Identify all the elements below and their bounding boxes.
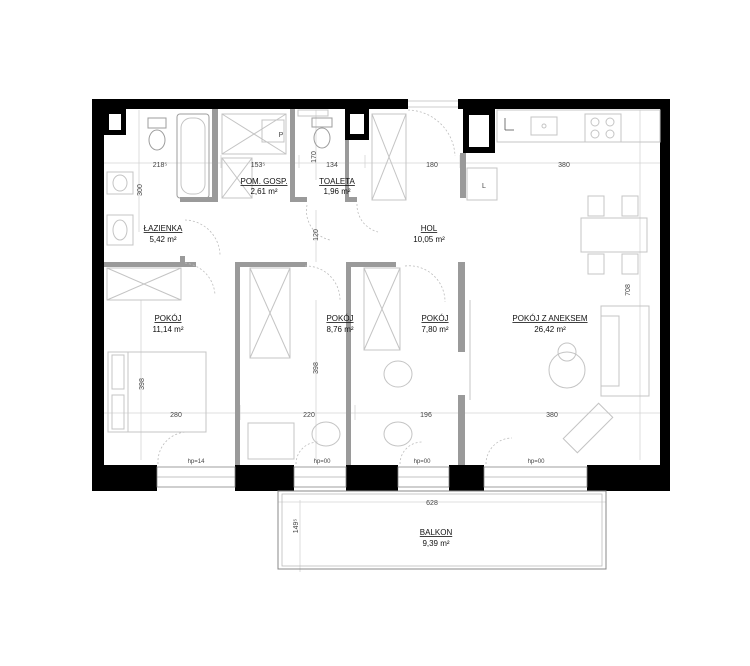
partition-walls (104, 109, 466, 465)
washer-icon: P (279, 132, 284, 139)
room-area: 1,96 m² (323, 187, 350, 196)
room-label-pom-gosp: POM. GOSP. 2,61 m² (241, 177, 288, 196)
dim-label: 380 (558, 162, 570, 169)
room-area: 2,61 m² (250, 187, 277, 196)
dim-label: 180 (426, 162, 438, 169)
dimension-lines (104, 110, 660, 572)
room-label-pokoj-2: POKÓJ 8,76 m² (326, 314, 353, 334)
dim-label: 196 (420, 412, 432, 419)
dim-label: 380 (546, 412, 558, 419)
fridge-icon: L (482, 183, 486, 190)
window-height-label: hp=00 (414, 459, 432, 465)
exterior-walls (92, 99, 670, 491)
room-name: POKÓJ (421, 314, 448, 323)
dim-label: 628 (426, 500, 438, 507)
room-area: 7,80 m² (421, 325, 448, 334)
dim-label: 398 (313, 362, 320, 374)
room-area: 8,76 m² (326, 325, 353, 334)
room-label-pokoj-3: POKÓJ 7,80 m² (421, 314, 448, 334)
dim-label: 398 (139, 378, 146, 390)
dim-label: 149⁵ (293, 519, 300, 534)
room-name: POKÓJ Z ANEKSEM (512, 314, 587, 323)
window-height-label: hp=00 (314, 459, 332, 465)
room-name: TOALETA (319, 177, 355, 186)
room-area: 10,05 m² (413, 235, 445, 244)
room-label-pokoj-z-aneksem: POKÓJ Z ANEKSEM 26,42 m² (512, 314, 587, 334)
room-name: POKÓJ (154, 314, 181, 323)
dim-label: 300 (137, 184, 144, 196)
room-label-balkon: BALKON 9,39 m² (420, 528, 453, 548)
dim-label: 708 (625, 284, 632, 296)
room-name: POKÓJ (326, 314, 353, 323)
balcony (277, 490, 607, 570)
room-label-hol: HOL 10,05 m² (413, 224, 445, 244)
fixtures: P (106, 109, 407, 301)
kitchen: L (466, 109, 661, 201)
room-area: 5,42 m² (149, 235, 176, 244)
room-name: HOL (421, 224, 438, 233)
window-height-label: hp=14 (188, 459, 206, 465)
dim-label: 220 (303, 412, 315, 419)
dim-label: 134 (326, 162, 338, 169)
furniture (107, 195, 650, 460)
room-name: BALKON (420, 528, 453, 537)
dim-label: 280 (170, 412, 182, 419)
dim-label: 218⁵ (153, 162, 168, 169)
room-area: 26,42 m² (534, 325, 566, 334)
window-height-labels: hp=14 hp=00 hp=00 hp=00 (188, 459, 546, 465)
room-name: ŁAZIENKA (144, 224, 183, 233)
window-height-label: hp=00 (528, 459, 546, 465)
room-name: POM. GOSP. (241, 177, 288, 186)
room-label-pokoj-1: POKÓJ 11,14 m² (153, 314, 184, 334)
room-area: 11,14 m² (153, 325, 184, 334)
room-area: 9,39 m² (422, 539, 449, 548)
dim-label: 153⁵ (251, 162, 266, 169)
room-labels: ŁAZIENKA 5,42 m² POM. GOSP. 2,61 m² TOAL… (144, 177, 588, 548)
dim-label: 120 (313, 229, 320, 241)
room-label-lazienka: ŁAZIENKA 5,42 m² (144, 224, 183, 244)
room-label-toaleta: TOALETA 1,96 m² (319, 177, 355, 196)
dim-label: 170 (311, 151, 318, 163)
windows (156, 100, 588, 488)
dimension-labels: 218⁵ 153⁵ 170 134 180 380 300 120 708 39… (137, 151, 632, 533)
